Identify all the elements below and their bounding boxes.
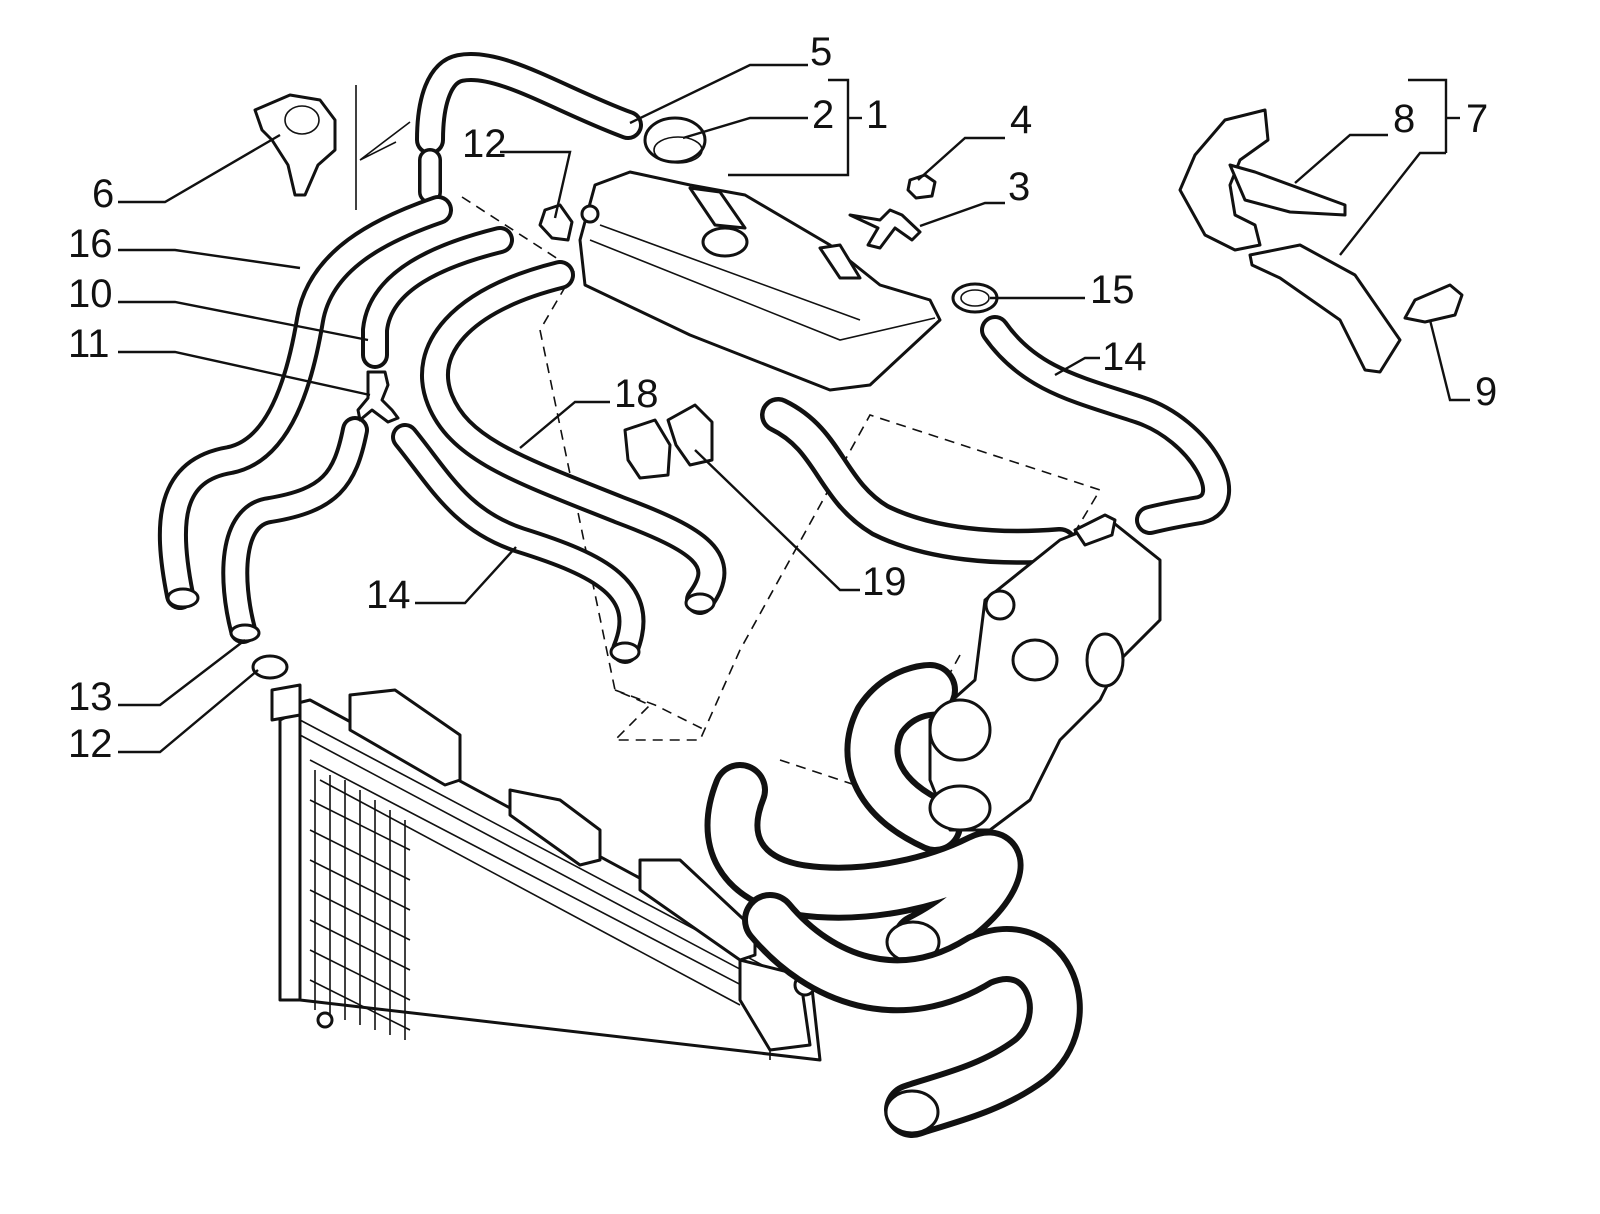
callout-12-top: 12 — [462, 122, 507, 166]
callout-12-bottom: 12 — [68, 722, 113, 766]
callout-3: 3 — [1008, 165, 1030, 209]
callout-19: 19 — [862, 560, 907, 604]
callout-7: 7 — [1466, 97, 1488, 141]
thermostat-housing — [928, 513, 1162, 832]
break-mark — [355, 85, 411, 210]
cap — [643, 116, 707, 164]
callout-8: 8 — [1393, 97, 1415, 141]
small-clamps — [251, 203, 714, 680]
radiator — [270, 683, 822, 1062]
clip-and-nut — [848, 173, 937, 250]
callout-17: 16 — [68, 222, 113, 266]
radiator-core-grid — [309, 770, 411, 1040]
callout-4: 4 — [1010, 98, 1032, 142]
callout-11: 11 — [68, 322, 110, 366]
callout-6: 6 — [92, 172, 114, 216]
callout-9: 9 — [1475, 370, 1497, 414]
callout-2: 2 — [812, 93, 834, 137]
callout-18: 18 — [614, 372, 659, 416]
bracket-assembly — [1178, 108, 1464, 374]
fastener — [253, 93, 337, 197]
callout-15: 14 — [1102, 335, 1147, 379]
leader-lines — [118, 63, 1470, 754]
callout-14: 14 — [366, 573, 411, 617]
callout-13: 13 — [68, 675, 113, 719]
callout-10: 10 — [68, 272, 113, 316]
callout-1: 1 — [866, 93, 888, 137]
callout-16: 15 — [1090, 268, 1135, 312]
expansion-tank — [578, 170, 942, 392]
callout-5: 5 — [810, 30, 832, 74]
callout-labels: 5 2 1 4 3 15 14 8 7 9 6 12 16 10 11 18 1… — [68, 30, 1497, 766]
hoses — [157, 52, 1231, 1138]
